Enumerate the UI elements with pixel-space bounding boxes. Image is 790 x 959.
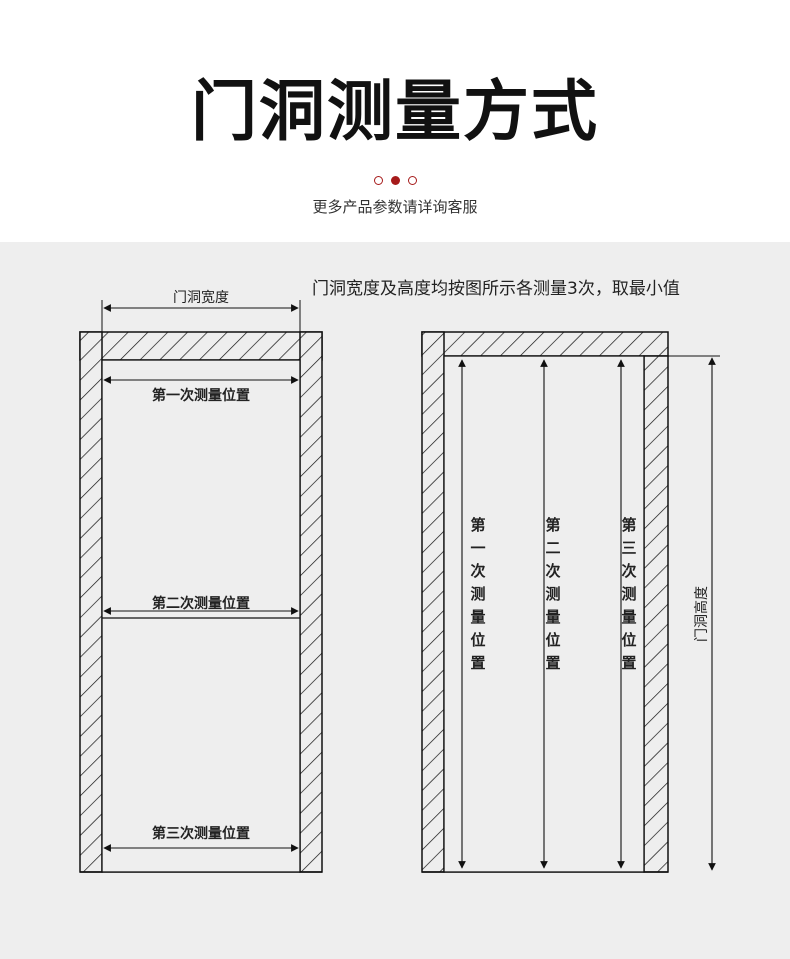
measurement-diagram-panel: 门洞宽度及高度均按图所示各测量3次，取最小值 门洞宽度 第一次测量位置 第二次测…	[0, 242, 790, 959]
door-opening	[101, 359, 301, 873]
width-position-3: 第三次测量位置	[152, 825, 250, 842]
door-frame-left	[79, 331, 103, 873]
height-position-label-1: 第一次测量位置	[470, 516, 485, 672]
width-position-2: 第二次测量位置	[152, 595, 250, 612]
height-position-1: 第一次测量位置	[470, 516, 485, 672]
width-label: 门洞宽度	[173, 289, 229, 306]
subtitle: 更多产品参数请详询客服	[312, 198, 478, 216]
height-position-label-2: 第二次测量位置	[545, 516, 560, 672]
height-position-2: 第二次测量位置	[545, 516, 560, 672]
height-measurement-door: 门洞高度 第一次测量位置 第二次测量位置 第三次测量位置	[421, 331, 720, 873]
decorative-dots	[0, 172, 790, 188]
dot-filled-icon	[390, 175, 400, 185]
height-position-3: 第三次测量位置	[621, 516, 636, 672]
height-position-label-3: 第三次测量位置	[621, 516, 636, 672]
dot-outline-icon	[407, 175, 417, 185]
width-position-1: 第一次测量位置	[152, 387, 250, 404]
door-frame-left	[421, 331, 445, 873]
instruction-text: 门洞宽度及高度均按图所示各测量3次，取最小值	[312, 279, 680, 299]
width-measurement-door: 门洞宽度 第一次测量位置 第二次测量位置 第三次测量位置	[79, 289, 323, 873]
measurement-diagram: 门洞宽度及高度均按图所示各测量3次，取最小值 门洞宽度 第一次测量位置 第二次测…	[79, 279, 720, 873]
dot-outline-icon	[373, 175, 383, 185]
height-label: 门洞高度	[693, 586, 710, 642]
door-frame-top	[421, 331, 669, 357]
door-frame-top	[79, 331, 323, 361]
door-frame-right	[643, 355, 669, 873]
door-frame-right	[299, 331, 323, 873]
page-title: 门洞测量方式	[191, 73, 599, 150]
